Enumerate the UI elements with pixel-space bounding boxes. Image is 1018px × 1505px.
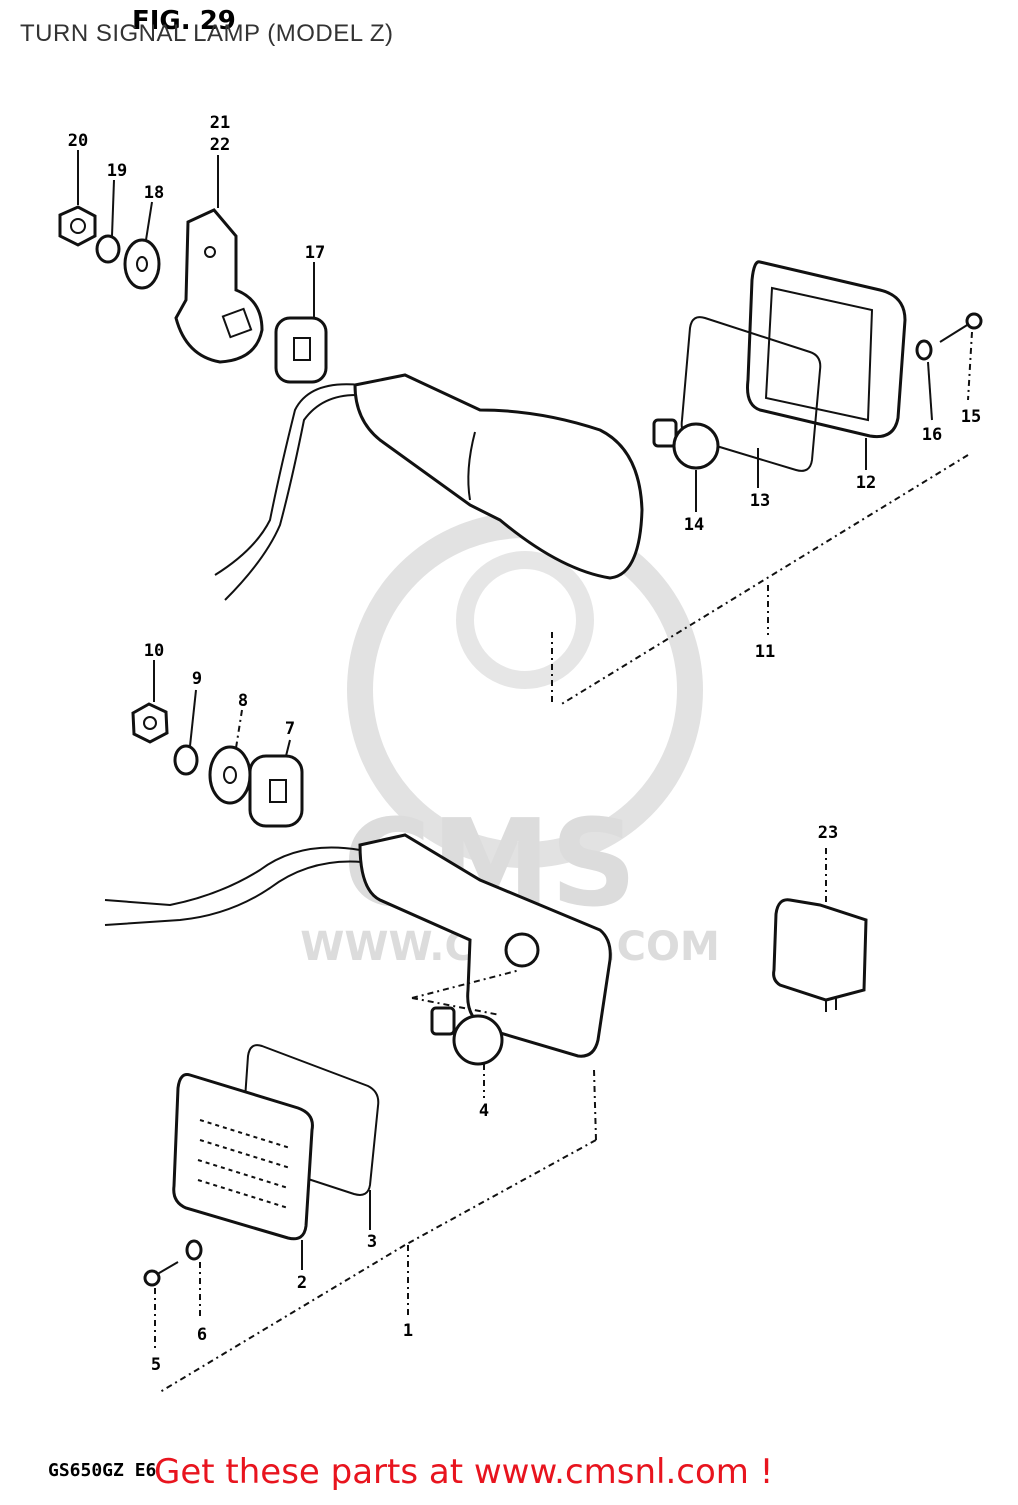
callout-4: 4	[479, 1101, 489, 1121]
bulb-14	[652, 418, 720, 470]
bracket-slot	[221, 307, 253, 339]
relay-23	[772, 898, 868, 1012]
callout-1: 1	[403, 1321, 413, 1341]
callout-16: 16	[922, 425, 942, 445]
leader-1-upper	[593, 1069, 597, 1141]
callout-20: 20	[68, 131, 88, 151]
leader-bulb-socket-b	[411, 997, 501, 1016]
callout-3: 3	[367, 1232, 377, 1252]
nut-10-hole	[143, 716, 157, 730]
bulb-14-base	[652, 418, 678, 448]
washer-8	[208, 745, 252, 805]
leader-1-diag	[404, 1139, 597, 1246]
lock-washer-19	[95, 234, 121, 264]
washer-18-hole	[136, 256, 148, 272]
lamp-housing-seam	[467, 431, 476, 501]
bracket-hole	[204, 246, 216, 258]
figure-label: FIG. 29	[132, 6, 236, 36]
callout-17: 17	[305, 243, 325, 263]
callout-19: 19	[107, 161, 127, 181]
leader-8	[235, 709, 243, 749]
callout-8: 8	[238, 691, 248, 711]
washer-6	[185, 1239, 203, 1261]
callout-21: 21	[210, 113, 230, 133]
callout-12: 12	[856, 473, 876, 493]
screw-15	[939, 312, 983, 343]
nut-20	[58, 205, 97, 247]
gasket-3	[240, 1044, 380, 1196]
bulb-4-glass	[452, 1014, 504, 1066]
callout-15: 15	[961, 407, 981, 427]
promo-link[interactable]: Get these parts at www.cmsnl.com !	[154, 1452, 774, 1492]
bracket-21-22	[174, 208, 264, 364]
leader-1-base	[159, 1244, 406, 1393]
callout-2: 2	[297, 1273, 307, 1293]
callout-5: 5	[151, 1355, 161, 1375]
lens-2	[172, 1073, 314, 1241]
wire-upper-b	[224, 394, 357, 601]
lens-12-inner	[764, 286, 874, 422]
model-code: GS650GZ E6	[48, 1460, 157, 1481]
watermark-head	[456, 551, 594, 689]
nut-20-hole	[70, 218, 86, 234]
lamp-socket	[504, 932, 540, 968]
bulb-4	[430, 1006, 504, 1066]
washer-18	[123, 238, 161, 290]
grommet-17-slot	[293, 337, 311, 361]
part-number-labels: 20 19 18 21 22 17 14 13 12 16 15 11 10 9…	[68, 113, 981, 1375]
leader-bulb-socket-a	[411, 969, 521, 999]
leader-18	[145, 201, 153, 241]
callout-22: 22	[210, 135, 230, 155]
wire-lower-a	[104, 846, 361, 907]
callout-9: 9	[192, 669, 202, 689]
leader-19	[111, 179, 115, 237]
wire-upper-a	[214, 383, 361, 576]
nut-10	[131, 702, 169, 744]
callout-23: 23	[818, 823, 838, 843]
lock-washer-9	[173, 744, 199, 776]
wire-lower-b	[104, 860, 363, 926]
lamp-housing-11	[353, 373, 644, 580]
bulb-14-glass	[672, 422, 720, 470]
lamp-housing-1	[358, 833, 612, 1058]
callout-11: 11	[755, 642, 775, 662]
leader-16	[927, 361, 933, 421]
callout-6: 6	[197, 1325, 207, 1345]
callout-10: 10	[144, 641, 164, 661]
callout-14: 14	[684, 515, 704, 535]
callout-7: 7	[285, 719, 295, 739]
leader-15	[967, 331, 973, 401]
screw-5	[143, 1261, 179, 1287]
leader-9	[189, 689, 197, 747]
grommet-7-slot	[269, 779, 287, 803]
leader-7	[285, 739, 291, 757]
gasket-13	[680, 316, 822, 472]
washer-8-hole	[223, 766, 237, 784]
grommet-17	[274, 316, 328, 384]
bulb-4-base	[430, 1006, 456, 1036]
grommet-7	[248, 754, 304, 828]
callout-18: 18	[144, 183, 164, 203]
lens-12	[746, 260, 907, 439]
callout-13: 13	[750, 491, 770, 511]
page-title: TURN SIGNAL LAMP (MODEL Z)	[20, 20, 394, 47]
washer-16	[915, 339, 933, 361]
